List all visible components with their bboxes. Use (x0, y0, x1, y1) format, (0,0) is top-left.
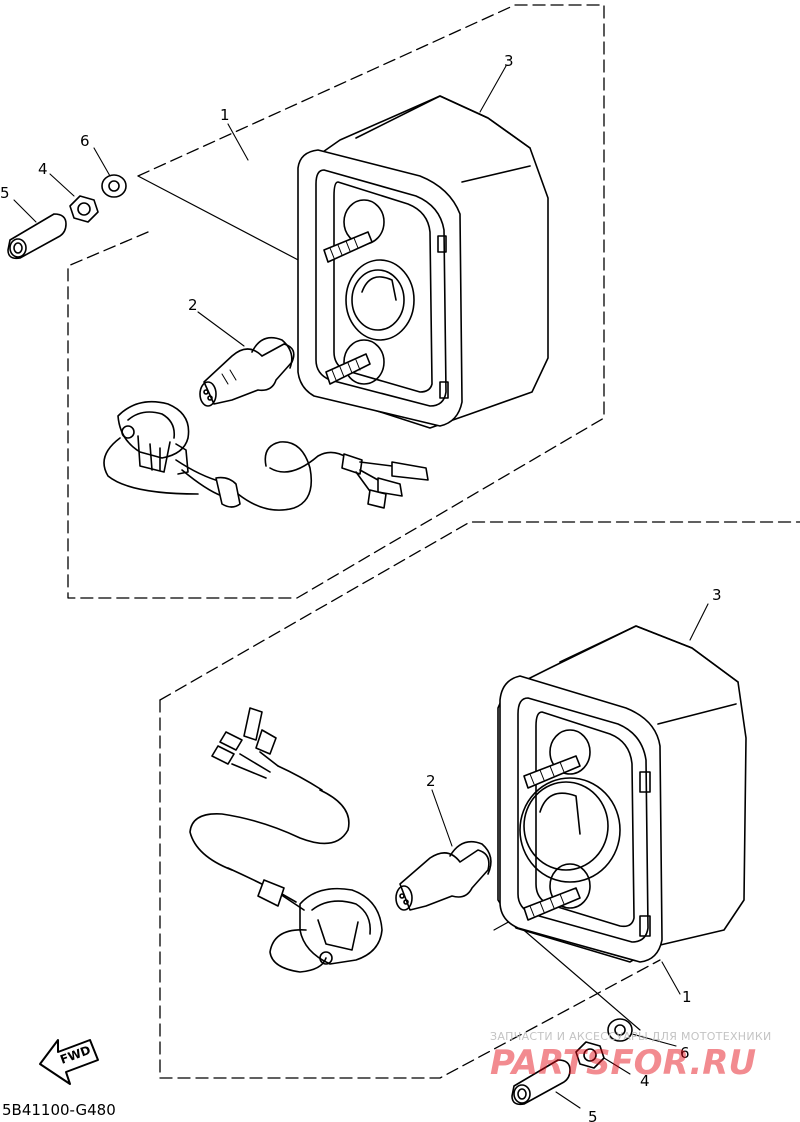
top-collar (7, 213, 67, 260)
callout-bottom-collar: 5 (588, 1108, 598, 1122)
diagram-code: 5B41100-G480 (2, 1101, 116, 1119)
top-assembly (7, 4, 605, 599)
callout-bottom-nut: 4 (640, 1072, 650, 1090)
top-socket-harness (103, 400, 429, 511)
bottom-socket-harness (189, 707, 383, 973)
bottom-bulb (395, 840, 492, 911)
callout-top-nut: 4 (38, 160, 48, 178)
callout-bottom-washer: 6 (680, 1044, 690, 1062)
bottom-assembly-boundary (159, 521, 800, 701)
fwd-arrow-icon (39, 1039, 99, 1085)
callout-top-bulb: 2 (188, 296, 198, 314)
bottom-washer (607, 1018, 633, 1042)
watermark-logo: PARTSFOR.RU (490, 1043, 756, 1083)
top-nut (69, 195, 99, 223)
callout-top-washer: 6 (80, 132, 90, 150)
callout-top-lens-housing: 3 (504, 52, 514, 70)
watermark-tagline: ЗАПЧАСТИ И АКСЕССУАРЫ ДЛЯ МОТОТЕХНИКИ (490, 1030, 772, 1043)
top-bulb (199, 336, 295, 407)
callout-top-assembly: 1 (220, 106, 230, 124)
callout-bottom-lens-housing: 3 (712, 586, 722, 604)
bottom-lamp-housing (497, 625, 747, 963)
watermark: ЗАПЧАСТИ И АКСЕССУАРЫ ДЛЯ МОТОТЕХНИКИ PA… (490, 1030, 772, 1083)
bottom-collar (511, 1059, 571, 1106)
top-washer (101, 174, 127, 198)
top-stud-leader (137, 175, 305, 264)
callout-bottom-assembly: 1 (682, 988, 692, 1006)
top-lamp-housing (297, 95, 549, 429)
callout-top-collar: 5 (0, 184, 10, 202)
callout-bottom-bulb: 2 (426, 772, 436, 790)
bottom-assembly (159, 521, 800, 1109)
